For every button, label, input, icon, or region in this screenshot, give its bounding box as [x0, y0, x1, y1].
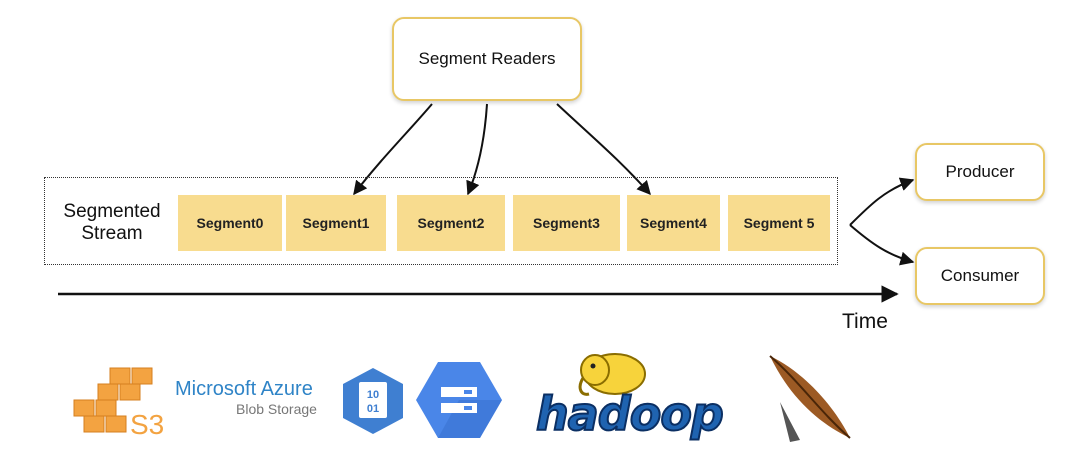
- arrow-to-consumer: [849, 224, 915, 266]
- segmented-stream-frame: [44, 177, 838, 265]
- segment-0: Segment0: [178, 195, 282, 251]
- hadoop-elephant-icon: [578, 353, 646, 396]
- aws-s3-icon: S3: [73, 367, 164, 440]
- segment-readers-box: Segment Readers: [392, 17, 582, 101]
- segment-4: Segment4: [627, 195, 720, 251]
- svg-text:01: 01: [367, 403, 379, 415]
- time-label: Time: [842, 310, 888, 333]
- storage-binary-icon: 10 01: [343, 368, 403, 434]
- arrow-to-segment1: [353, 103, 433, 196]
- hadoop-wordmark: hadoop: [535, 386, 725, 442]
- arrow-to-segment4: [556, 103, 651, 196]
- azure-subtitle: Blob Storage: [236, 401, 317, 417]
- segment-1: Segment1: [286, 195, 386, 251]
- segment-3: Segment3: [513, 195, 620, 251]
- segment-5: Segment 5: [728, 195, 830, 251]
- producer-box: Producer: [915, 143, 1045, 201]
- feather-quill-icon: [769, 355, 851, 442]
- segmented-stream-label: Segmented Stream: [63, 201, 161, 244]
- segment-readers-label: Segment Readers: [418, 49, 556, 68]
- svg-text:10: 10: [367, 389, 379, 401]
- azure-title: Microsoft Azure: [175, 378, 313, 400]
- s3-text: S3: [130, 409, 164, 440]
- segment-2: Segment2: [397, 195, 505, 251]
- arrow-to-segment2: [466, 103, 488, 196]
- producer-label: Producer: [945, 162, 1015, 181]
- google-cloud-storage-icon: [416, 362, 502, 438]
- consumer-label: Consumer: [940, 266, 1020, 285]
- arrow-to-producer: [849, 177, 915, 226]
- consumer-box: Consumer: [915, 247, 1045, 305]
